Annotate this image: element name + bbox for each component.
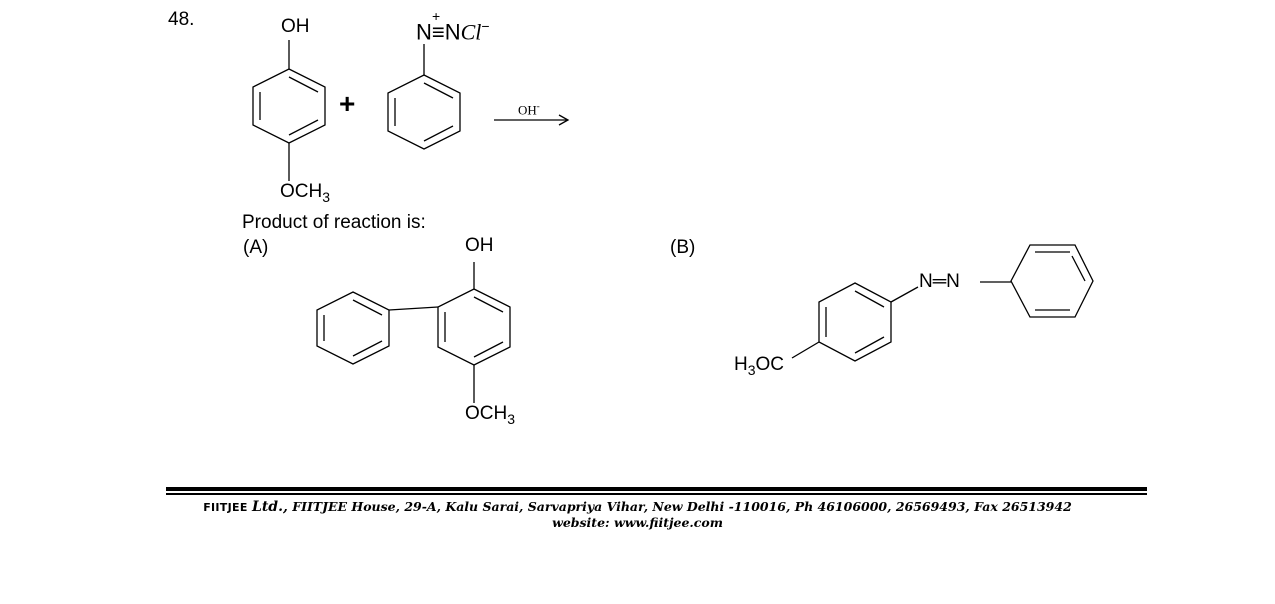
option-b-label: (B) — [670, 237, 696, 258]
question-number: 48. — [168, 9, 195, 30]
option-a-sub: 3 — [507, 410, 516, 427]
diazonium-cl: Cl — [460, 19, 482, 45]
reactant1-och: OCH — [280, 181, 323, 202]
footer-ltd: Ltd., — [252, 499, 288, 515]
footer-rule-thick — [166, 487, 1147, 491]
option-b-azo-group: N═N — [919, 271, 960, 292]
option-b-methoxy-group: H3OC — [734, 354, 784, 378]
question-prompt: Product of reaction is: — [242, 212, 426, 233]
reagent-charge: - — [536, 101, 540, 111]
option-b-sub: 3 — [747, 361, 756, 378]
reactant1-ring — [252, 40, 326, 181]
option-a-label: (A) — [243, 237, 269, 258]
option-a-bottom-group: OCH3 — [465, 403, 515, 427]
option-b-oc: OC — [755, 354, 785, 375]
footer-website: website: www.fiitjee.com — [552, 515, 723, 530]
footer-address: FIITJEE House, 29-A, Kalu Sarai, Sarvapr… — [292, 499, 1072, 514]
reaction-arrow — [494, 114, 570, 126]
reactant1-sub: 3 — [322, 188, 331, 205]
footer-rule-thin — [166, 493, 1147, 495]
diazonium-charge: + — [432, 8, 441, 24]
plus-sign: + — [339, 88, 356, 119]
option-b-h: H — [734, 354, 748, 375]
reagent-oh: OH — [518, 102, 537, 118]
diazonium-n1: N — [416, 19, 432, 45]
option-a-structure — [316, 262, 511, 403]
footer-brand: FIITJEE — [203, 501, 248, 514]
reactant1-bottom-group: OCH3 — [280, 181, 330, 205]
option-a-och: OCH — [465, 403, 508, 424]
reactant2-ring — [387, 44, 461, 150]
diazonium-n2: N — [444, 19, 461, 45]
option-b-structure — [791, 244, 1094, 362]
diazonium-triple-bond: ≡ — [431, 19, 445, 45]
diazonium-salt-label: +N≡NCl− — [416, 8, 490, 45]
footer-address-line: FIITJEE Ltd., FIITJEE House, 29-A, Kalu … — [0, 499, 1275, 515]
reactant1-top-group: OH — [281, 16, 310, 37]
option-a-top-group: OH — [465, 235, 494, 256]
diazonium-minus: − — [481, 18, 490, 34]
reagent-label: OH- — [518, 101, 540, 118]
